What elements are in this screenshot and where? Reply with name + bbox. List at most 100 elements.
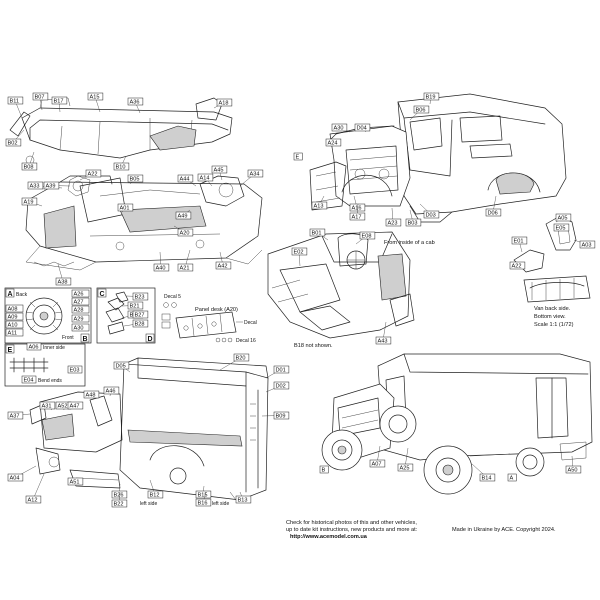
part-label-d06: D06 [488,211,498,217]
part-label-box [479,473,496,482]
part-label-a39: A39 [46,184,56,190]
part-label-a28: A28 [74,308,84,314]
part-label-e02: E02 [294,250,304,256]
bend-ends-label: Bend ends [38,378,62,384]
part-label-box [83,390,100,399]
part-label-box [132,310,149,319]
part-label-a07: A07 [372,462,382,468]
part-label-a08: A08 [8,307,18,313]
part-label-a43: A43 [378,339,388,345]
part-label-box [195,490,212,499]
inner-side-label: Inner side [43,345,65,351]
part-label-box [555,213,572,222]
part-label-b26: B26 [114,493,124,499]
part-label-a04: A04 [10,476,20,482]
part-label-box [423,92,440,101]
part-label-a45: A45 [214,168,224,174]
part-label-box [113,361,130,370]
part-label-e: E [296,155,300,161]
part-label-box [127,97,144,106]
part-label-a14: A14 [200,176,210,182]
part-label-box [71,305,90,314]
part-label-a52: A52 [58,404,68,410]
section-c-marker: C [100,291,105,298]
part-label-a38: A38 [58,280,68,286]
part-label-box [132,292,149,301]
part-label-box [273,381,290,390]
part-label-box [273,365,290,374]
part-label-box [117,203,134,212]
part-label-a15: A15 [90,95,100,101]
part-label-b09: B09 [276,414,286,420]
part-label-box [55,277,72,286]
part-label-a03: A03 [582,243,592,249]
part-label-a09: A09 [8,315,18,321]
part-label-a01: A01 [120,206,130,212]
copyright-note: Made in Ukraine by ACE. Copyright 2024. [452,527,556,533]
left-side-note-2: left side [212,501,229,507]
part-label-a16: A16 [352,206,362,212]
part-label-d01: D01 [276,368,286,374]
part-label-b23: B23 [135,295,145,301]
part-label-box [67,401,84,410]
part-label-box [369,459,386,468]
part-label-box [21,197,38,206]
label-e04: E04 [24,378,34,384]
part-label-box [39,401,56,410]
part-label-a27: A27 [74,300,84,306]
part-label-b16: B16 [198,501,208,507]
part-label-e01: E01 [514,239,524,245]
part-label-box [291,247,308,256]
part-label-a30: A30 [334,126,344,132]
part-label-box [127,301,144,310]
part-label-box [5,138,22,147]
section-b-marker: B [83,336,88,343]
part-label-a49: A49 [178,214,188,220]
part-label-box [175,211,192,220]
part-label-box [153,263,170,272]
part-label-box [325,138,342,147]
section-a-marker: A [8,291,13,298]
part-label-b: B [322,468,326,474]
part-label-d03: D03 [426,213,436,219]
part-label-box [216,98,233,107]
part-label-a23: A23 [388,221,398,227]
part-label-box [177,228,194,237]
part-label-box [147,490,164,499]
part-label-box [127,174,144,183]
part-label-box [579,240,596,249]
part-label-box [5,304,24,313]
footer-note-line1: Check for historical photos of this and … [286,520,417,526]
part-label-b27: B27 [135,313,145,319]
part-label-box [511,236,528,245]
part-label-box [71,297,90,306]
panel-desk-title: Panel desk (A20) [195,307,238,313]
part-label-box [71,314,90,323]
part-label-box [319,465,329,474]
decal16-label: Decal 16 [236,338,256,344]
part-label-box [359,231,376,240]
part-label-box [235,495,252,504]
part-label-box [553,223,570,232]
section-d-marker: D [148,336,153,343]
part-label-a20: A20 [180,231,190,237]
back-label: Back [16,292,28,298]
part-label-a44: A44 [180,177,190,183]
part-label-b08: B08 [24,165,34,171]
part-label-a22: A22 [88,172,98,178]
part-label-box [25,495,42,504]
part-label-box [5,328,24,337]
part-label-a47: A47 [70,404,80,410]
part-label-a46: A46 [106,389,116,395]
leader-line [32,473,45,500]
part-label-b03: B03 [408,221,418,227]
website-link[interactable]: http://www.acemodel.com.ua [290,534,368,540]
van-back-note-3: Scale 1:1 (1/72) [534,322,574,328]
part-label-box [211,165,228,174]
part-label-a22: A22 [512,264,522,270]
part-label-box [5,320,24,329]
part-label-box [215,261,232,270]
